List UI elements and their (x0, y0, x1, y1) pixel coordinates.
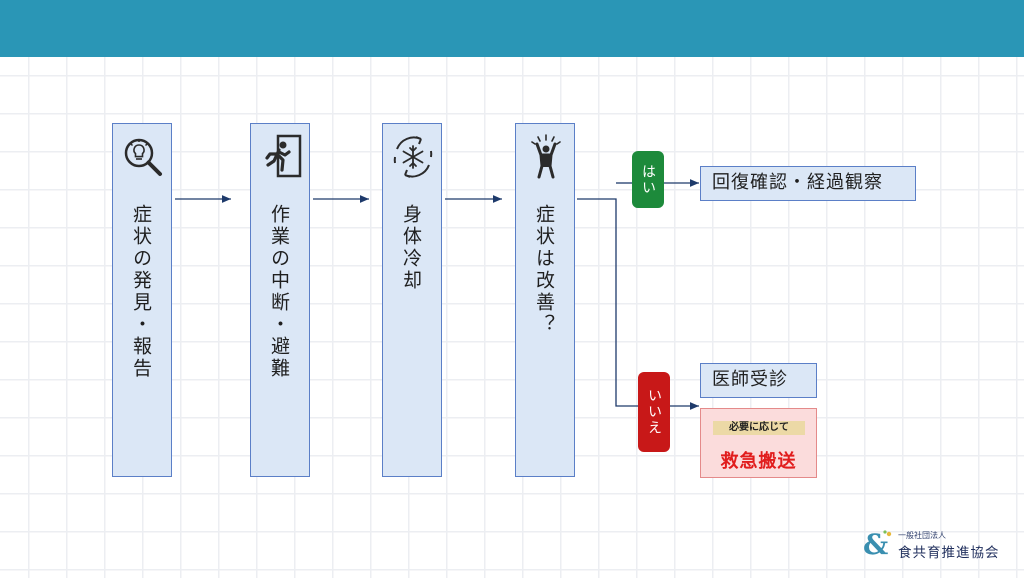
emergency-transport-label: 救急搬送 (720, 451, 797, 472)
emergency-transport-box: 必要に応じて 救急搬送 (700, 408, 817, 478)
organization-logo: & 一般社団法人 食共育推進協会 (862, 528, 1002, 561)
result-doctor-visit: 医師受診 (700, 363, 817, 398)
svg-text:&: & (863, 529, 888, 559)
person-arms-raised-icon (531, 134, 561, 179)
step-symptom-discovery: 症状の発見・報告 (112, 123, 172, 477)
emergency-exit-icon (265, 134, 302, 178)
no-branch-label: いいえ (638, 372, 670, 452)
header-bar (0, 0, 1024, 57)
result-recovery-observation: 回復確認・経過観察 (700, 166, 916, 201)
logo-subtitle: 一般社団法人 (898, 531, 946, 540)
step-body-cooling: 身体冷却 (382, 123, 442, 477)
step-symptom-improved-question: 症状は改善？ (515, 123, 575, 477)
logo-name: 食共育推進協会 (898, 545, 1000, 561)
step-label: 作業の中断・避難 (268, 204, 290, 380)
as-needed-note: 必要に応じて (713, 421, 805, 435)
step-label: 症状の発見・報告 (130, 204, 152, 380)
yes-branch-label: はい (632, 151, 664, 208)
magnifier-lightbulb-icon (124, 138, 162, 176)
step-label: 症状は改善？ (533, 204, 555, 336)
ampersand-logo-icon: & (863, 528, 892, 561)
step-stop-and-evacuate: 作業の中断・避難 (250, 123, 310, 477)
cooling-snowflake-icon (393, 136, 433, 178)
step-label: 身体冷却 (400, 204, 422, 292)
branch-connector (577, 198, 638, 407)
